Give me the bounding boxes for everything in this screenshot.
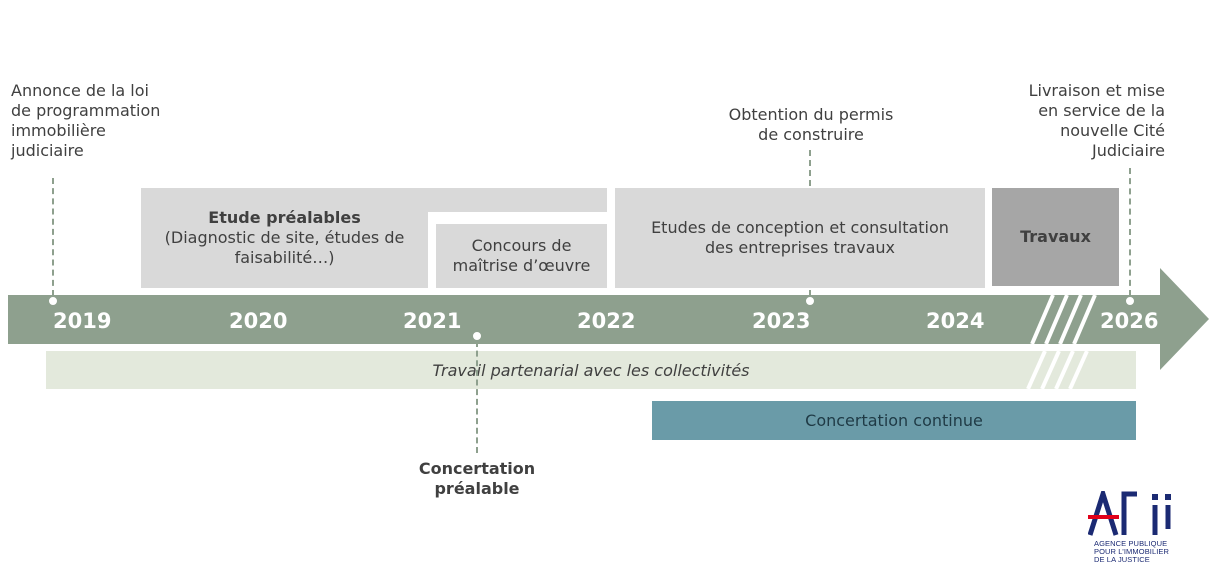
band-partenarial: Travail partenarial avec les collectivit… — [46, 351, 1136, 389]
milestone-dot-permit — [804, 295, 816, 307]
year-label: 2019 — [53, 309, 112, 333]
milestone-delivery-line: nouvelle Cité — [1060, 121, 1165, 140]
apij-logo-subtitle-line: DE LA JUSTICE — [1094, 555, 1150, 564]
band-partenarial-label: Travail partenarial avec les collectivit… — [432, 360, 750, 380]
milestone-announce-line: Annonce de la loi — [11, 81, 149, 100]
year-label: 2020 — [229, 309, 288, 333]
year-label: 2022 — [577, 309, 636, 333]
milestone-delivery-line: en service de la — [1038, 101, 1165, 120]
phase-etude-line: faisabilité…) — [234, 248, 335, 267]
milestone-permit-line: de construire — [758, 125, 864, 144]
year-label: 2024 — [926, 309, 985, 333]
milestone-permit: Obtention du permis de construire — [700, 105, 922, 145]
milestone-announce-line: de programmation — [11, 101, 161, 120]
phase-travaux-title: Travaux — [1020, 227, 1091, 246]
phase-conception-line: Etudes de conception et consultation — [651, 218, 949, 237]
phase-concours-line: Concours de — [471, 236, 572, 255]
band-continue-label: Concertation continue — [805, 411, 983, 430]
band-continue: Concertation continue — [652, 401, 1136, 440]
phase-etude-line: (Diagnostic de site, études de — [164, 228, 405, 247]
apij-logo-subtitle: AGENCE PUBLIQUE POUR L’IMMOBILIER DE LA … — [1094, 540, 1169, 564]
apij-logo-subtitle-line: POUR L’IMMOBILIER — [1094, 547, 1170, 556]
timeline-arrow — [8, 268, 1209, 370]
apij-logo-subtitle-line: AGENCE PUBLIQUE — [1094, 539, 1168, 548]
connector-delivery — [1129, 168, 1131, 296]
concertation-prealable-line: préalable — [434, 479, 520, 498]
phase-conception-line: des entreprises travaux — [704, 238, 896, 257]
milestone-dot-delivery — [1124, 295, 1136, 307]
milestone-permit-line: Obtention du permis — [728, 105, 894, 124]
connector-concertation — [476, 341, 478, 453]
year-label: 2026 — [1100, 309, 1159, 333]
timeline-arrow-shape — [8, 268, 1209, 370]
phase-etude-text: Etude préalables (Diagnostic de site, ét… — [141, 208, 428, 268]
apij-logo: AGENCE PUBLIQUE POUR L’IMMOBILIER DE LA … — [1088, 491, 1188, 569]
connector-announce — [52, 178, 54, 296]
milestone-announce-line: immobilière — [11, 121, 106, 140]
concertation-prealable-line: Concertation — [418, 459, 536, 478]
year-label: 2023 — [752, 309, 811, 333]
concertation-prealable-label: Concertation préalable — [386, 459, 568, 499]
year-label: 2021 — [403, 309, 462, 333]
milestone-delivery-line: Judiciaire — [1091, 141, 1165, 160]
milestone-announce-line: judiciaire — [11, 141, 84, 160]
phase-concours-box: Concours de maîtrise d’œuvre — [436, 224, 607, 288]
phase-etude-title: Etude préalables — [208, 208, 361, 227]
milestone-announce: Annonce de la loi de programmation immob… — [11, 81, 160, 161]
phase-travaux-box: Travaux — [992, 188, 1119, 286]
timeline-break-stripes — [1030, 294, 1097, 345]
phase-concours-line: maîtrise d’œuvre — [452, 256, 591, 275]
band-partenarial-stripes — [1026, 351, 1089, 389]
milestone-delivery-line: Livraison et mise — [1028, 81, 1165, 100]
phase-conception-box: Etudes de conception et consultation des… — [615, 188, 985, 288]
milestone-delivery: Livraison et mise en service de la nouve… — [1000, 81, 1165, 161]
apij-logo-mark — [1088, 491, 1171, 536]
milestone-dot-announce — [47, 295, 59, 307]
